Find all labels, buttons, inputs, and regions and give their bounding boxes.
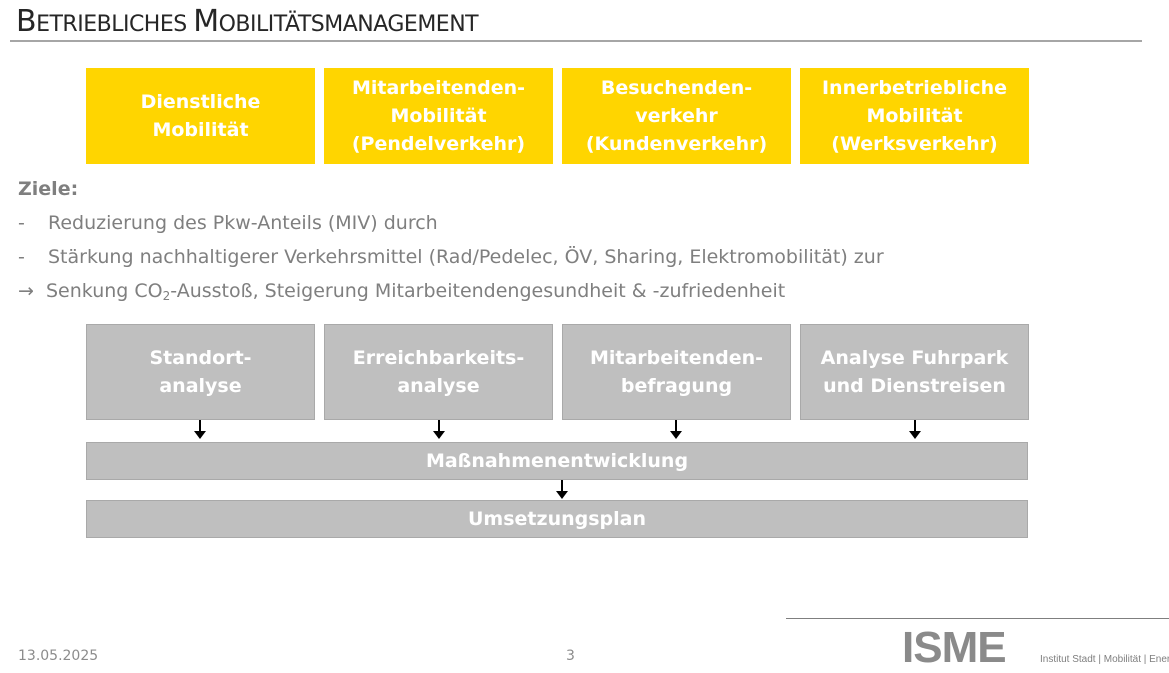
goals-heading: Ziele: xyxy=(18,178,79,200)
title-divider xyxy=(10,40,1142,42)
page-number: 3 xyxy=(566,648,575,664)
goals-section: Ziele: - Reduzierung des Pkw-Anteils (MI… xyxy=(18,172,884,313)
analysis-box-survey: Mitarbeitenden-befragung xyxy=(562,324,791,420)
implementation-plan-box: Umsetzungsplan xyxy=(86,500,1028,538)
arrow-down-icon xyxy=(194,420,206,439)
mobility-box-commuting: Mitarbeitenden-Mobilität(Pendelverkehr) xyxy=(324,68,553,164)
footer-divider xyxy=(786,618,1169,619)
mobility-box-visitors: Besuchenden-verkehr(Kundenverkehr) xyxy=(562,68,791,164)
measure-development-box: Maßnahmenentwicklung xyxy=(86,442,1028,480)
footer-date: 13.05.2025 xyxy=(18,648,99,664)
arrow-down-icon xyxy=(909,420,921,439)
goal-result: → Senkung CO2-Ausstoß, Steigerung Mitarb… xyxy=(18,274,884,313)
arrow-down-icon xyxy=(670,420,682,439)
isme-logo: ISME xyxy=(902,623,1007,672)
analysis-box-location: Standort-analyse xyxy=(86,324,315,420)
page-title: BETRIEBLICHES MOBILITÄTSMANAGEMENT xyxy=(16,4,479,39)
right-arrow-icon: → xyxy=(18,280,34,302)
analysis-box-accessibility: Erreichbarkeits-analyse xyxy=(324,324,553,420)
goal-item: - Reduzierung des Pkw-Anteils (MIV) durc… xyxy=(18,212,438,234)
logo-subtitle: Institut Stadt | Mobilität | Energie xyxy=(1040,654,1169,665)
arrow-down-icon xyxy=(433,420,445,439)
arrow-down-icon xyxy=(556,480,568,499)
goal-item: - Stärkung nachhaltigerer Verkehrsmittel… xyxy=(18,246,884,268)
